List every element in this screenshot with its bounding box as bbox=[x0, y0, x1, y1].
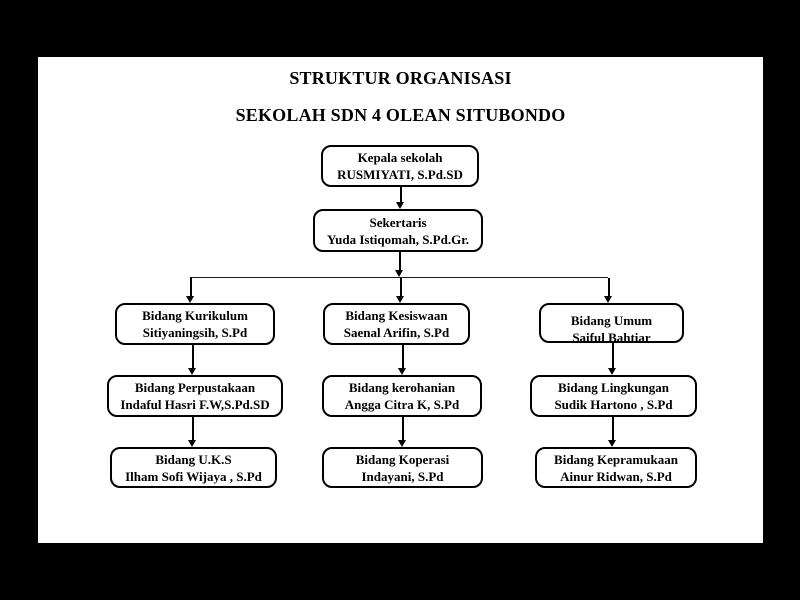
node-person: Indayani, S.Pd bbox=[361, 468, 444, 484]
org-node-bidang-kurikulum: Bidang Kurikulum Sitiyaningsih, S.Pd bbox=[115, 303, 275, 345]
connector-arrow-kerohanian-to-koperasi bbox=[398, 417, 407, 447]
connector-arrow-kepala-to-sekertaris bbox=[396, 187, 405, 209]
org-node-sekertaris: Sekertaris Yuda Istiqomah, S.Pd.Gr. bbox=[313, 209, 483, 252]
node-role: Bidang Koperasi bbox=[355, 451, 450, 467]
node-role: Bidang Lingkungan bbox=[558, 380, 669, 395]
node-person: Ainur Ridwan, S.Pd bbox=[560, 468, 672, 484]
node-person: RUSMIYATI, S.Pd.SD bbox=[337, 167, 463, 182]
connector-arrow-umum-to-lingkungan bbox=[608, 343, 617, 375]
connector-line-horizontal bbox=[190, 277, 608, 278]
node-role: Bidang Kesiswaan bbox=[345, 308, 448, 323]
org-node-bidang-perpustakaan: Bidang Perpustakaan Indaful Hasri F.W,S.… bbox=[107, 375, 283, 417]
node-role: Bidang Umum bbox=[570, 313, 653, 328]
connector-arrow-sekertaris-to-branch bbox=[395, 252, 404, 277]
node-person: Angga Citra K, S.Pd bbox=[344, 397, 460, 412]
node-role: Kepala sekolah bbox=[357, 150, 443, 165]
arrow-down-icon bbox=[186, 296, 194, 303]
connector-arrow-kesiswaan-to-kerohanian bbox=[398, 345, 407, 375]
arrow-down-icon bbox=[398, 440, 406, 447]
org-node-bidang-uks: Bidang U.K.S Ilham Sofi Wijaya , S.Pd bbox=[110, 447, 277, 488]
connector-arrow-branch-to-umum bbox=[604, 278, 613, 303]
node-person: Saenal Arifin, S.Pd bbox=[343, 325, 450, 340]
connector-arrow-branch-to-kurikulum bbox=[186, 278, 195, 303]
connector-shaft bbox=[398, 252, 401, 272]
connector-shaft bbox=[401, 417, 404, 442]
chart-title-line2: SEKOLAH SDN 4 OLEAN SITUBONDO bbox=[235, 105, 566, 125]
arrow-down-icon bbox=[188, 440, 196, 447]
arrow-down-icon bbox=[188, 368, 196, 375]
node-role: Bidang Kepramukaan bbox=[554, 451, 678, 467]
connector-shaft bbox=[611, 343, 614, 370]
node-role: Bidang kerohanian bbox=[348, 380, 456, 395]
slide: STRUKTUR ORGANISASI SEKOLAH SDN 4 OLEAN … bbox=[38, 57, 763, 543]
connector-arrow-branch-to-kesiswaan bbox=[396, 278, 405, 303]
org-node-bidang-umum: Bidang Umum Saiful Bahtiar bbox=[539, 303, 684, 343]
arrow-down-icon bbox=[608, 440, 616, 447]
connector-shaft bbox=[607, 278, 610, 298]
org-node-kepala-sekolah: Kepala sekolah RUSMIYATI, S.Pd.SD bbox=[321, 145, 479, 187]
org-node-bidang-kesiswaan: Bidang Kesiswaan Saenal Arifin, S.Pd bbox=[323, 303, 470, 345]
org-node-bidang-koperasi: Bidang Koperasi Indayani, S.Pd bbox=[322, 447, 483, 488]
chart-title-line1: STRUKTUR ORGANISASI bbox=[289, 68, 512, 88]
node-role: Bidang Perpustakaan bbox=[134, 380, 256, 395]
node-role: Bidang U.K.S bbox=[155, 451, 232, 467]
connector-shaft bbox=[189, 278, 192, 298]
node-person: Indaful Hasri F.W,S.Pd.SD bbox=[120, 397, 270, 412]
connector-arrow-perpustakaan-to-uks bbox=[188, 417, 197, 447]
connector-shaft bbox=[611, 417, 614, 442]
arrow-down-icon bbox=[396, 202, 404, 209]
node-person: Yuda Istiqomah, S.Pd.Gr. bbox=[326, 231, 470, 247]
arrow-down-icon bbox=[604, 296, 612, 303]
node-person: Saiful Bahtiar bbox=[572, 330, 651, 343]
node-role: Bidang Kurikulum bbox=[142, 308, 248, 323]
org-node-bidang-lingkungan: Bidang Lingkungan Sudik Hartono , S.Pd bbox=[530, 375, 697, 417]
connector-arrow-lingkungan-to-kepramukaan bbox=[608, 417, 617, 447]
connector-shaft bbox=[399, 278, 402, 298]
org-node-bidang-kerohanian: Bidang kerohanian Angga Citra K, S.Pd bbox=[322, 375, 482, 417]
node-role: Sekertaris bbox=[369, 214, 427, 230]
connector-shaft bbox=[399, 187, 402, 204]
connector-arrow-kurikulum-to-perpustakaan bbox=[188, 345, 197, 375]
node-person: Sitiyaningsih, S.Pd bbox=[142, 325, 248, 340]
node-person: Ilham Sofi Wijaya , S.Pd bbox=[125, 468, 262, 484]
arrow-down-icon bbox=[395, 270, 403, 277]
org-node-bidang-kepramukaan: Bidang Kepramukaan Ainur Ridwan, S.Pd bbox=[535, 447, 697, 488]
connector-shaft bbox=[191, 345, 194, 370]
arrow-down-icon bbox=[396, 296, 404, 303]
connector-shaft bbox=[191, 417, 194, 442]
arrow-down-icon bbox=[608, 368, 616, 375]
connector-shaft bbox=[401, 345, 404, 370]
arrow-down-icon bbox=[398, 368, 406, 375]
node-person: Sudik Hartono , S.Pd bbox=[554, 397, 673, 412]
